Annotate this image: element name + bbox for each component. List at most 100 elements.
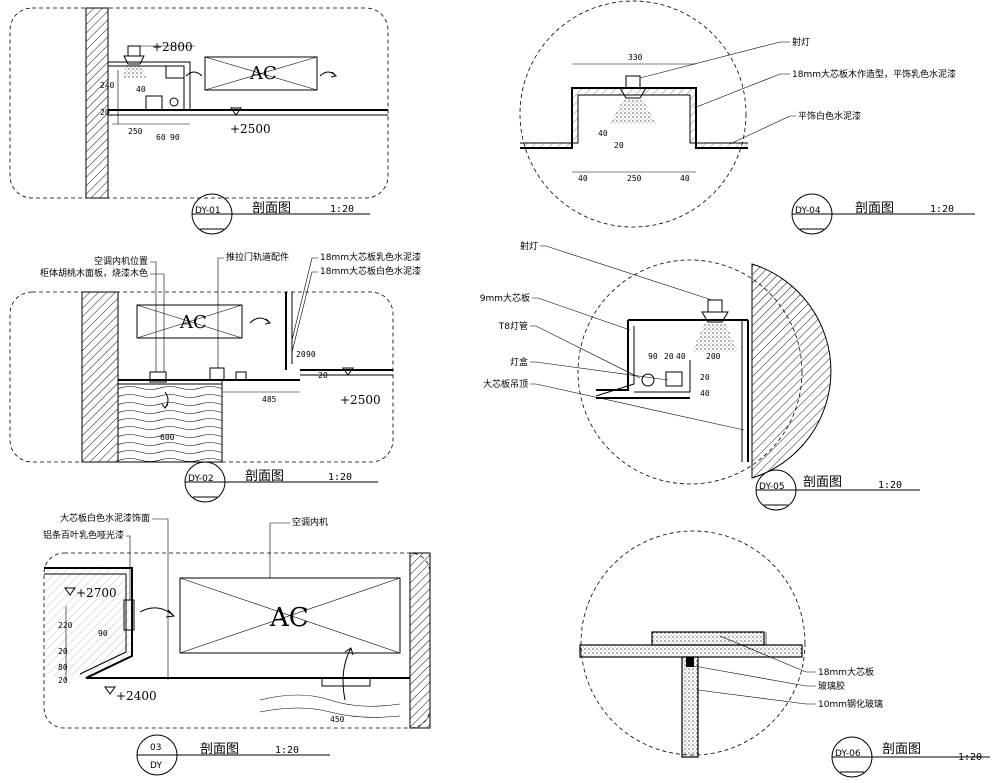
section-scale: 1:20 <box>330 204 354 215</box>
spotlight-icon <box>610 75 656 124</box>
detail-boundary <box>519 0 747 228</box>
dim-label: 450 <box>330 715 345 724</box>
section-id: DY-06 <box>835 749 861 759</box>
section-scale: 1:20 <box>878 480 902 491</box>
section-title: 剖面图 <box>803 475 842 490</box>
spotlight-icon <box>692 299 738 352</box>
section-callout: DY-01 剖面图 1:20 <box>191 193 370 235</box>
annotation: 玻璃胶 <box>818 680 845 692</box>
dim-label: 20 <box>296 350 306 359</box>
ac-unit: AC <box>136 304 243 339</box>
dim-label: 20 <box>318 371 328 380</box>
walnut-cabinet <box>117 383 223 463</box>
aluminum-louver <box>123 599 135 631</box>
annotation: 灯盒 <box>510 356 528 368</box>
annotation: 9mm大芯板 <box>480 292 530 304</box>
dim-label: 220 <box>58 621 73 630</box>
ac-label: AC <box>249 63 277 84</box>
dim-label: 20 <box>664 352 674 361</box>
section-id: DY-04 <box>795 206 821 216</box>
dim-label: 20 <box>100 108 110 117</box>
annotation: 18mm大芯板乳色水泥漆 <box>320 251 421 263</box>
annotation: 射灯 <box>792 36 810 48</box>
annotation: 平饰白色水泥漆 <box>798 110 861 122</box>
dim-label: 90 <box>648 352 658 361</box>
annotation: 10mm钢化玻璃 <box>818 698 883 710</box>
airflow-arrow-icon <box>319 71 338 78</box>
dim-label: 250 <box>128 127 143 136</box>
dim-label: 90 <box>98 629 108 638</box>
dim-label: 90 <box>306 350 316 359</box>
section-dy02: AC +2500 485 600 20 90 20 空调内机位置 柜体胡桃木面板… <box>9 251 421 503</box>
section-id: 03 <box>150 743 161 753</box>
wall-hatch <box>85 7 109 199</box>
elevation-top: +2800 <box>152 40 193 54</box>
tube-light-icon <box>641 373 655 387</box>
dim-label: 40 <box>700 389 710 398</box>
lamp-box <box>145 95 163 111</box>
section-dy05: 90 20 40 200 20 40 射灯 9mm大芯板 T8灯管 灯盒 大芯板… <box>480 240 920 511</box>
annotation: T8灯管 <box>498 320 528 332</box>
airflow-arrow-icon <box>139 607 176 618</box>
annotation: 空调内机 <box>292 516 328 528</box>
dim-label: 80 <box>58 663 68 672</box>
airflow-arrow-icon <box>161 391 169 409</box>
dim-label: 40 <box>578 174 588 183</box>
wall-hatch <box>81 291 119 463</box>
dim-label: 250 <box>627 174 642 183</box>
annotation: 大芯板吊顶 <box>483 378 528 390</box>
elevation-ceiling: +2500 <box>230 122 271 136</box>
elevation-marker-icon <box>64 587 76 596</box>
annotation: 柜体胡桃木面板，烧漆木色 <box>40 267 148 279</box>
annotation: 18mm大芯板白色水泥漆 <box>320 265 421 277</box>
airflow-arrow-icon <box>185 71 203 77</box>
section-callout: DY-02 剖面图 1:20 <box>184 461 378 503</box>
section-callout: DY-04 剖面图 1:20 <box>791 193 975 235</box>
dim-label: 20 <box>700 373 710 382</box>
sliding-track <box>209 367 225 381</box>
ac-unit: AC <box>204 56 318 91</box>
annotation: 空调内机位置 <box>94 255 148 267</box>
dim-label: 330 <box>628 53 643 62</box>
annotation: 铝条百叶乳色哑光漆 <box>43 529 124 541</box>
dim-label: 20 <box>58 676 68 685</box>
ac-label: AC <box>269 603 309 633</box>
plywood-18mm <box>579 644 803 658</box>
annotation: 18mm大芯板木作造型，平饰乳色水泥漆 <box>792 68 956 80</box>
wall-hatch <box>409 552 431 729</box>
elevation-top: +2700 <box>76 586 117 600</box>
section-scale: 1:20 <box>930 204 954 215</box>
dim-label: 90 <box>170 133 180 142</box>
airflow-arrow-icon <box>249 317 272 325</box>
dim-label: 200 <box>706 352 721 361</box>
annotation: 推拉门轨道配件 <box>226 251 289 263</box>
section-id: DY-02 <box>188 474 214 484</box>
tempered-glass <box>681 656 699 758</box>
section-id: DY-05 <box>759 482 785 492</box>
detail-boundary <box>577 259 803 485</box>
wall-hatch <box>751 263 832 479</box>
elevation: +2500 <box>340 393 381 407</box>
dim-label: 60 <box>156 133 166 142</box>
plywood-18mm <box>651 631 765 646</box>
section-callout: DY-06 剖面图 1:20 <box>831 736 990 778</box>
tube-light-icon <box>169 97 179 107</box>
section-callout: DY-05 剖面图 1:20 <box>755 469 920 511</box>
dim-label: 485 <box>262 395 277 404</box>
elevation-marker-icon <box>104 686 116 695</box>
section-id: DY <box>150 761 162 771</box>
section-id: DY-01 <box>195 206 221 216</box>
ac-label: AC <box>179 312 207 333</box>
section-scale: 1:20 <box>328 472 352 483</box>
dim-label: 20 <box>614 141 624 150</box>
dim-label: 20 <box>58 647 68 656</box>
spotlight-icon <box>122 45 146 78</box>
dim-label: 240 <box>100 81 115 90</box>
section-dy04: 330 40 250 40 40 20 射灯 18mm大芯板木作造型，平饰乳色水… <box>519 0 975 235</box>
annotation: 大芯板白色水泥漆饰面 <box>60 512 150 524</box>
dim-label: 40 <box>598 129 608 138</box>
glass-sealant <box>686 657 694 667</box>
section-dy06: 18mm大芯板 玻璃胶 10mm钢化玻璃 DY-06 剖面图 1:20 <box>579 530 990 778</box>
section-dy03: AC +2700 +2400 220 90 20 80 20 450 大芯板白色… <box>43 512 431 776</box>
